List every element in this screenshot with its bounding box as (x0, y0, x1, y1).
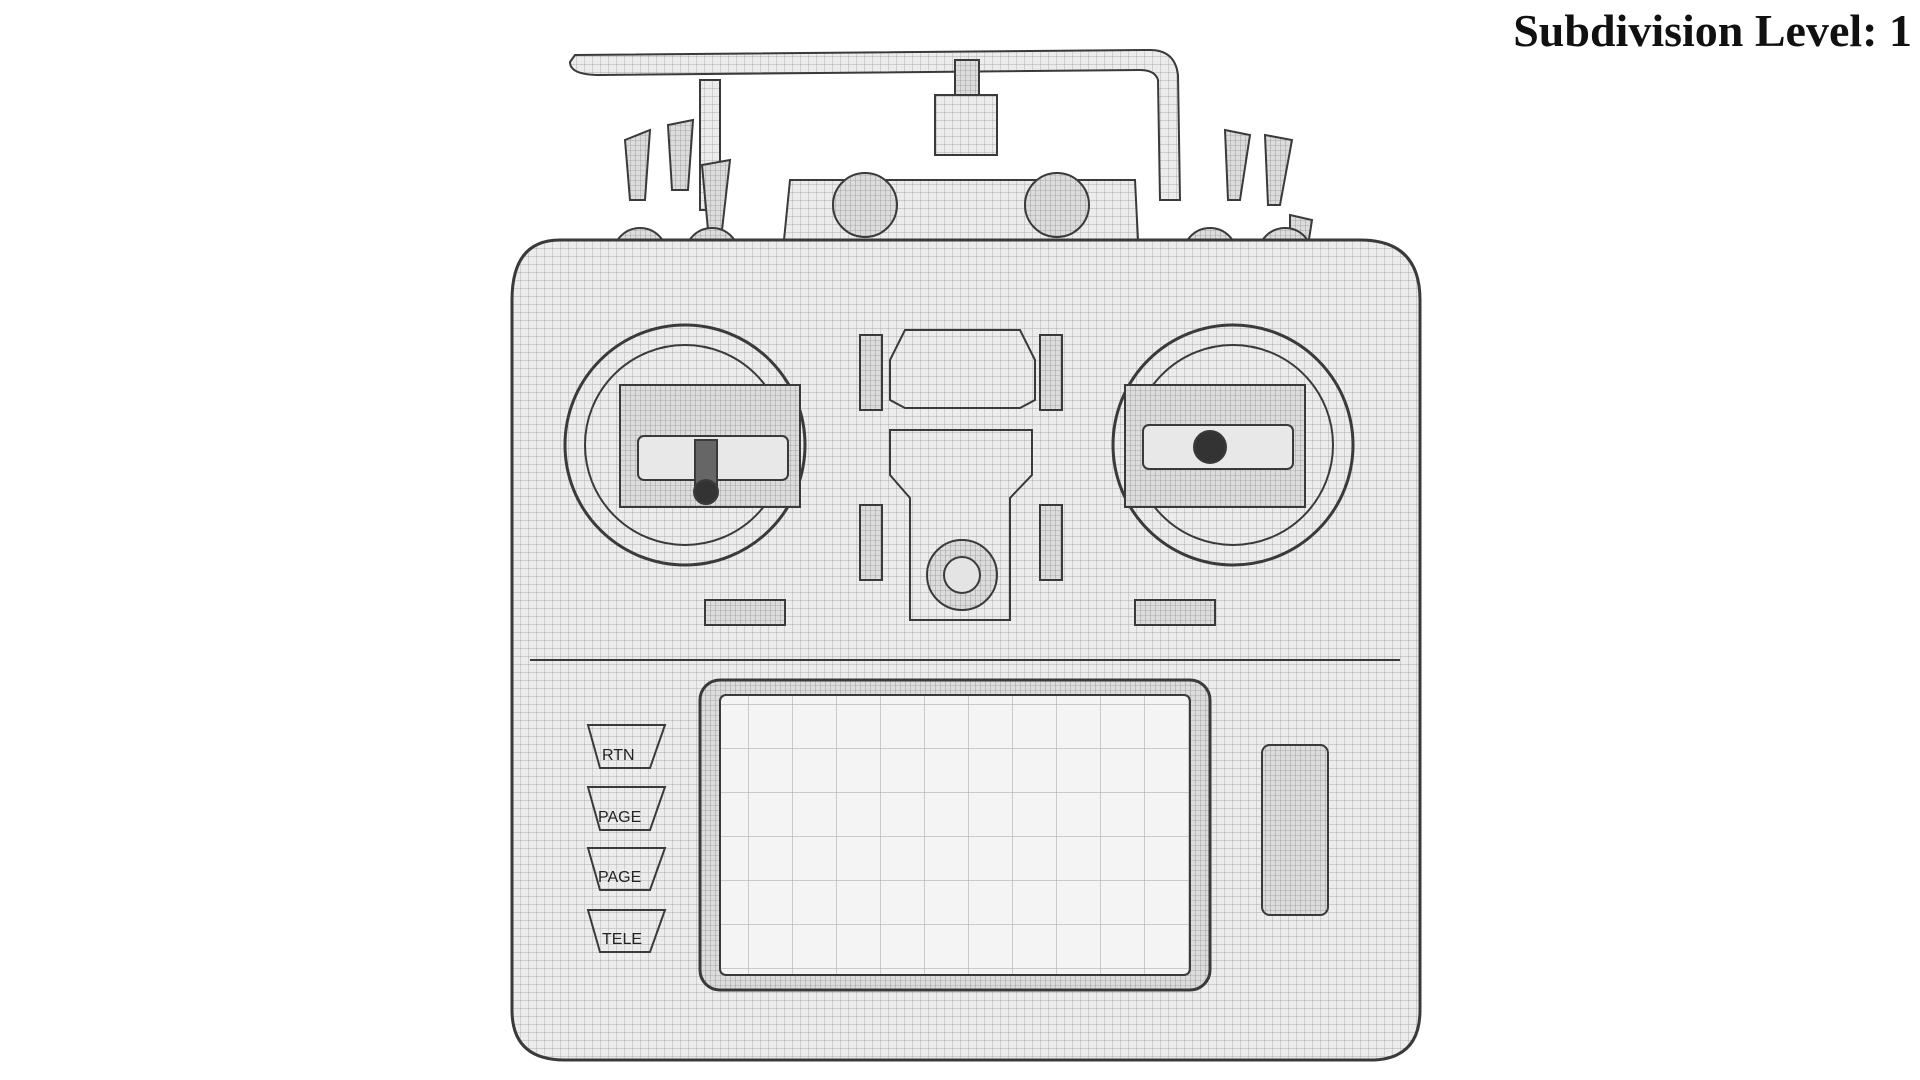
tele-button-label: TELE (602, 931, 642, 948)
trim-switches (704, 334, 1216, 626)
side-scroll-slot (1261, 744, 1329, 916)
page-button-1-label: PAGE (598, 809, 641, 826)
radio-transmitter-model: RTN PAGE PAGE TELE (510, 48, 1422, 1062)
center-block (889, 329, 1036, 621)
display-screen (698, 678, 1212, 992)
rtn-button[interactable] (586, 724, 667, 769)
page-button-2[interactable] (586, 847, 667, 891)
antenna (568, 48, 1182, 211)
right-gimbal (1111, 323, 1355, 567)
left-gimbal (563, 323, 807, 567)
left-button-column: RTN PAGE PAGE TELE (586, 724, 667, 953)
subdivision-level-label: Subdivision Level: 1 (1513, 5, 1912, 56)
page-button-1[interactable] (586, 786, 667, 831)
rtn-button-label: RTN (602, 747, 635, 764)
page-button-2-label: PAGE (598, 869, 641, 886)
tele-button[interactable] (586, 909, 667, 953)
